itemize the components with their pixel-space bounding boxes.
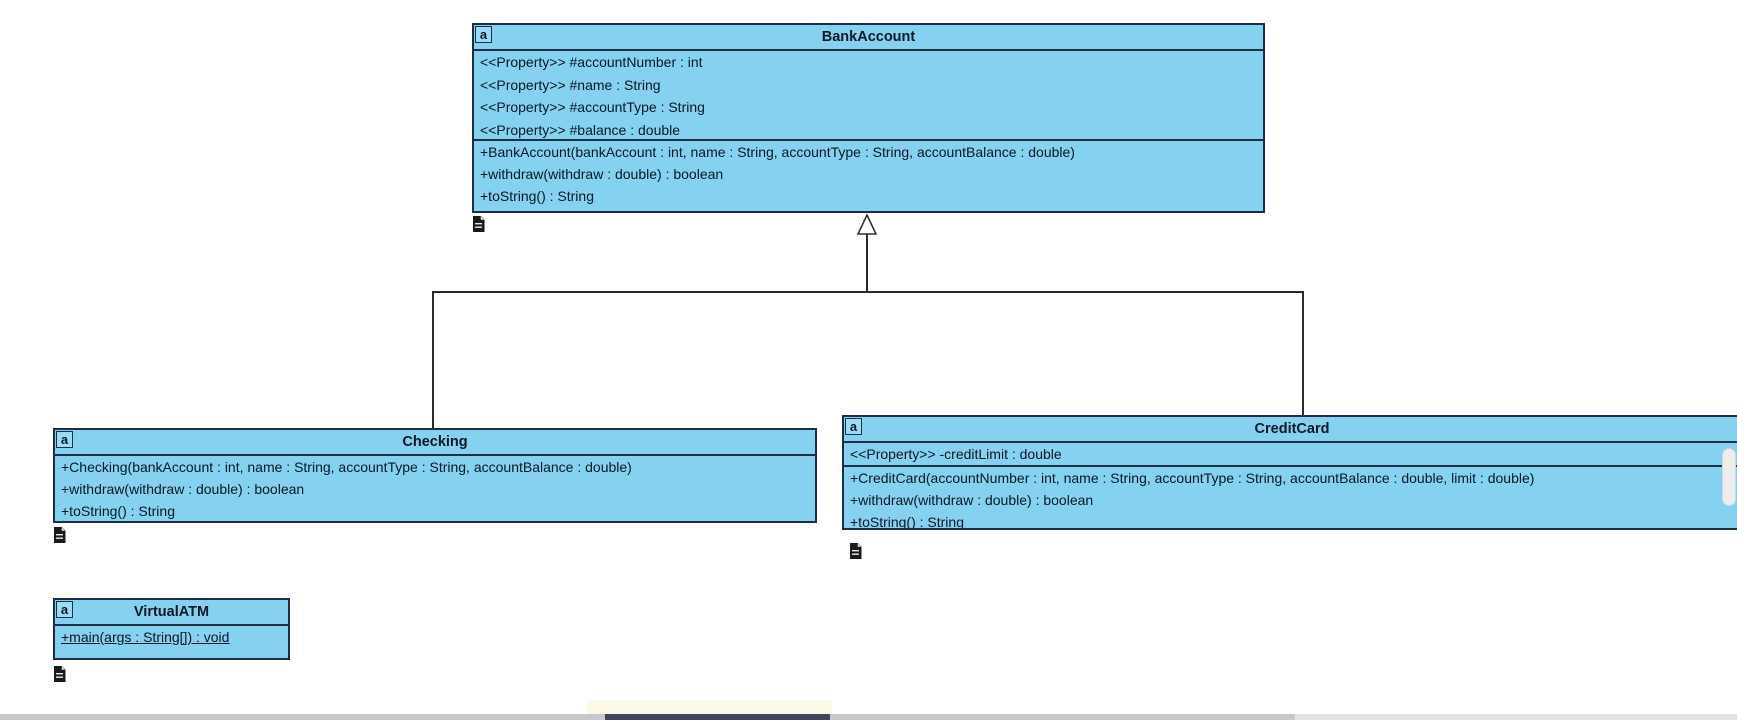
class-title-bar[interactable]: a VirtualATM (55, 600, 288, 624)
taskbar-edge-strip-right (1295, 714, 1737, 720)
class-creditcard[interactable]: a CreditCard <<Property>> -creditLimit :… (842, 415, 1737, 530)
class-name: VirtualATM (133, 604, 210, 620)
class-virtualatm[interactable]: a VirtualATM +main(args : String[]) : vo… (53, 598, 290, 660)
inheritance-drop-creditcard (1302, 291, 1304, 415)
class-title-bar[interactable]: a BankAccount (474, 25, 1263, 49)
inheritance-drop-checking (432, 291, 434, 428)
annotation-icon: a (56, 431, 73, 448)
taskbar-hover-highlight (587, 700, 832, 714)
inheritance-arrowhead (857, 214, 877, 235)
property-row[interactable]: <<Property>> #name : String (480, 76, 661, 93)
source-file-icon[interactable] (849, 543, 862, 559)
method-row[interactable]: +withdraw(withdraw : double) : boolean (480, 166, 724, 182)
method-row[interactable]: +CreditCard(accountNumber : int, name : … (850, 470, 1535, 486)
class-name: BankAccount (821, 29, 916, 45)
method-row[interactable]: +Checking(bankAccount : int, name : Stri… (61, 459, 632, 475)
inheritance-stem-line (866, 234, 868, 292)
property-row[interactable]: <<Property>> #balance : double (480, 121, 681, 138)
taskbar-edge-strip (0, 714, 1737, 720)
taskbar-app-indicator[interactable] (605, 714, 830, 720)
property-row[interactable]: <<Property>> #accountType : String (480, 99, 705, 115)
method-row[interactable]: +toString() : String (61, 503, 175, 519)
class-name: Checking (402, 434, 468, 450)
class-name: CreditCard (1254, 421, 1330, 437)
inheritance-horizontal-line (432, 291, 1303, 293)
class-checking[interactable]: a Checking +Checking(bankAccount : int, … (53, 428, 817, 523)
source-file-icon[interactable] (472, 216, 485, 232)
method-row[interactable]: +BankAccount(bankAccount : int, name : S… (480, 144, 1075, 160)
method-row[interactable]: +toString() : String (850, 514, 964, 528)
property-row[interactable]: <<Property>> -creditLimit : double (850, 446, 1062, 462)
method-row-static[interactable]: +main(args : String[]) : void (61, 629, 230, 645)
source-file-icon[interactable] (53, 666, 66, 682)
method-row[interactable]: +withdraw(withdraw : double) : boolean (850, 492, 1094, 508)
vertical-scrollbar-thumb[interactable] (1722, 448, 1736, 506)
method-row[interactable]: +toString() : String (480, 188, 594, 204)
method-row[interactable]: +withdraw(withdraw : double) : boolean (61, 481, 305, 497)
annotation-icon: a (475, 26, 492, 43)
annotation-icon: a (845, 418, 862, 435)
source-file-icon[interactable] (53, 527, 66, 543)
property-row[interactable]: <<Property>> #accountNumber : int (480, 54, 703, 70)
class-title-bar[interactable]: a Checking (55, 430, 815, 454)
class-title-bar[interactable]: a CreditCard (844, 417, 1737, 441)
class-bankaccount[interactable]: a BankAccount <<Property>> #accountNumbe… (472, 23, 1265, 213)
annotation-icon: a (56, 601, 73, 618)
